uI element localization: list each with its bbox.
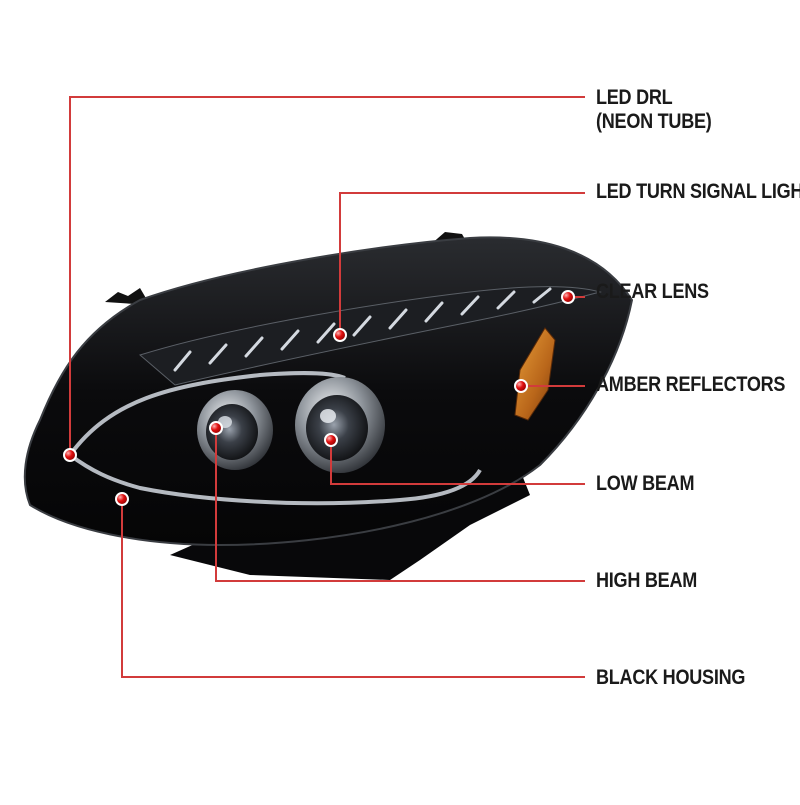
- amber-reflector: [514, 327, 556, 421]
- label-clear-lens: CLEAR LENS: [596, 280, 709, 303]
- label-low-beam: LOW BEAM: [596, 472, 695, 495]
- label-drl-line2: (NEON TUBE): [596, 110, 712, 133]
- marker-high-beam: [209, 421, 223, 435]
- marker-drl: [63, 448, 77, 462]
- led-segments: [173, 287, 552, 372]
- marker-dots: [63, 290, 575, 506]
- marker-housing: [115, 492, 129, 506]
- drl-neon-tube: [68, 371, 482, 506]
- marker-clear-lens: [561, 290, 575, 304]
- leader-high-beam: [215, 428, 585, 582]
- label-turn-signal: LED TURN SIGNAL LIGHT: [596, 180, 800, 203]
- marker-turn-signal: [333, 328, 347, 342]
- low-beam-projector: [295, 377, 385, 473]
- leader-lines: [69, 96, 585, 678]
- leader-turn-signal: [339, 192, 585, 335]
- label-amber-reflectors: AMBER REFLECTORS: [596, 373, 786, 396]
- leader-low-beam: [330, 440, 585, 485]
- marker-low-beam: [324, 433, 338, 447]
- high-beam-projector: [197, 390, 273, 470]
- label-drl-line1: LED DRL: [596, 86, 673, 109]
- label-black-housing: BLACK HOUSING: [596, 666, 746, 689]
- label-high-beam: HIGH BEAM: [596, 569, 698, 592]
- label-drl: LED DRL (NEON TUBE): [596, 86, 712, 134]
- turn-signal-strip: [138, 286, 602, 386]
- leader-housing: [121, 499, 585, 678]
- leader-drl: [69, 96, 585, 455]
- marker-amber: [514, 379, 528, 393]
